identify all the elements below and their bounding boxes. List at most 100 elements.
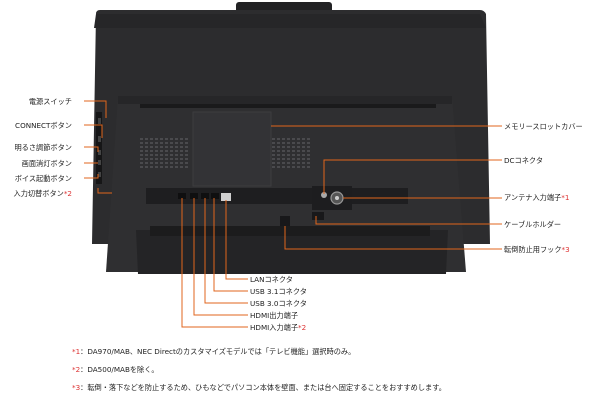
vent-slot xyxy=(277,158,280,160)
vent-slot xyxy=(277,166,280,168)
vent-slot xyxy=(180,166,183,168)
vent-slot xyxy=(302,138,305,140)
leader-line xyxy=(181,198,248,328)
vent-slot xyxy=(287,146,290,148)
vent-slot xyxy=(307,158,310,160)
vent-slot xyxy=(185,150,188,152)
vent-slot xyxy=(302,158,305,160)
vent-slot xyxy=(140,158,143,160)
vent-slot xyxy=(297,150,300,152)
vent-slot xyxy=(170,166,173,168)
label-voice-button: ボイス起動ボタン xyxy=(14,174,72,183)
cable-holder xyxy=(312,212,324,220)
leader-line xyxy=(204,198,248,304)
leader-line xyxy=(323,159,502,194)
vent-slot xyxy=(160,166,163,168)
label-brightness-button: 明るさ調節ボタン xyxy=(14,143,72,152)
vent-slot xyxy=(145,158,148,160)
vent-slot xyxy=(140,162,143,164)
leader-line xyxy=(284,226,502,250)
rear-io-panel xyxy=(146,188,408,204)
vent-slot xyxy=(145,154,148,156)
vent-slot xyxy=(185,154,188,156)
vent-slot xyxy=(170,146,173,148)
label-screen-off-button: 画面消灯ボタン xyxy=(21,159,72,168)
vent-slot xyxy=(165,158,168,160)
vent-slot xyxy=(185,166,188,168)
vent-slot xyxy=(272,162,275,164)
vent-slot xyxy=(175,138,178,140)
vent-slot xyxy=(175,162,178,164)
vent-slot xyxy=(180,150,183,152)
vent-slot xyxy=(160,158,163,160)
vent-slot xyxy=(155,150,158,152)
vent-slot xyxy=(145,146,148,148)
vent-slot xyxy=(155,162,158,164)
vent-slot xyxy=(307,166,310,168)
vent-slot xyxy=(287,142,290,144)
vent-slot xyxy=(272,142,275,144)
label-lan-connector: LANコネクタ xyxy=(250,275,293,284)
vent-slot xyxy=(150,154,153,156)
vent-slot xyxy=(282,150,285,152)
vent-slot xyxy=(140,146,143,148)
leader-line xyxy=(193,198,248,316)
vent-slot xyxy=(282,142,285,144)
vent-slot xyxy=(272,154,275,156)
vent-slot xyxy=(297,142,300,144)
vent-slot xyxy=(307,146,310,148)
vent-slot xyxy=(307,162,310,164)
vent-slot xyxy=(145,162,148,164)
vent-slot xyxy=(165,142,168,144)
anti-fall-hook xyxy=(280,216,290,226)
vent-slot xyxy=(307,150,310,152)
vent-slot xyxy=(180,162,183,164)
vent-slot xyxy=(160,162,163,164)
vent-slot xyxy=(282,146,285,148)
vent-slot xyxy=(155,138,158,140)
vent-slot xyxy=(277,150,280,152)
vent-slot xyxy=(150,142,153,144)
vent-grille-left xyxy=(140,138,188,168)
leader-line xyxy=(213,198,248,292)
dc-antenna-block xyxy=(312,186,352,210)
vent-slot xyxy=(302,150,305,152)
vent-slot xyxy=(150,150,153,152)
vent-slot xyxy=(287,138,290,140)
vent-slot xyxy=(272,166,275,168)
vent-slot xyxy=(140,138,143,140)
vent-slot xyxy=(287,162,290,164)
vent-slot xyxy=(150,158,153,160)
vent-slot xyxy=(145,150,148,152)
vent-slot xyxy=(170,154,173,156)
vent-slot xyxy=(302,166,305,168)
vent-slot xyxy=(180,142,183,144)
vent-slot xyxy=(150,146,153,148)
vent-slot xyxy=(180,158,183,160)
vent-slot xyxy=(272,138,275,140)
vent-slot xyxy=(175,142,178,144)
vent-slot xyxy=(277,162,280,164)
vent-slot xyxy=(165,146,168,148)
vent-slot xyxy=(145,138,148,140)
label-power-switch: 電源スイッチ xyxy=(28,97,72,106)
label-connect-button: CONNECTボタン xyxy=(15,121,72,130)
vent-slot xyxy=(140,154,143,156)
footnote-2: *2：DA500/MABを除く。 xyxy=(72,365,159,374)
vent-slot xyxy=(282,138,285,140)
vent-slot xyxy=(150,166,153,168)
vent-slot xyxy=(140,150,143,152)
vent-slot xyxy=(277,138,280,140)
vent-slot xyxy=(155,154,158,156)
vent-slot xyxy=(272,158,275,160)
vent-slot xyxy=(277,142,280,144)
footnote-1: *1：DA970/MAB、NEC Directのカスタマイズモデルでは「テレビ機… xyxy=(72,347,356,356)
vent-slot xyxy=(302,154,305,156)
vent-slot xyxy=(160,146,163,148)
leader-line xyxy=(315,216,502,225)
vent-slot xyxy=(272,146,275,148)
label-cable-holder: ケーブルホルダー xyxy=(504,220,562,229)
vent-slot xyxy=(287,154,290,156)
vent-slot xyxy=(292,154,295,156)
